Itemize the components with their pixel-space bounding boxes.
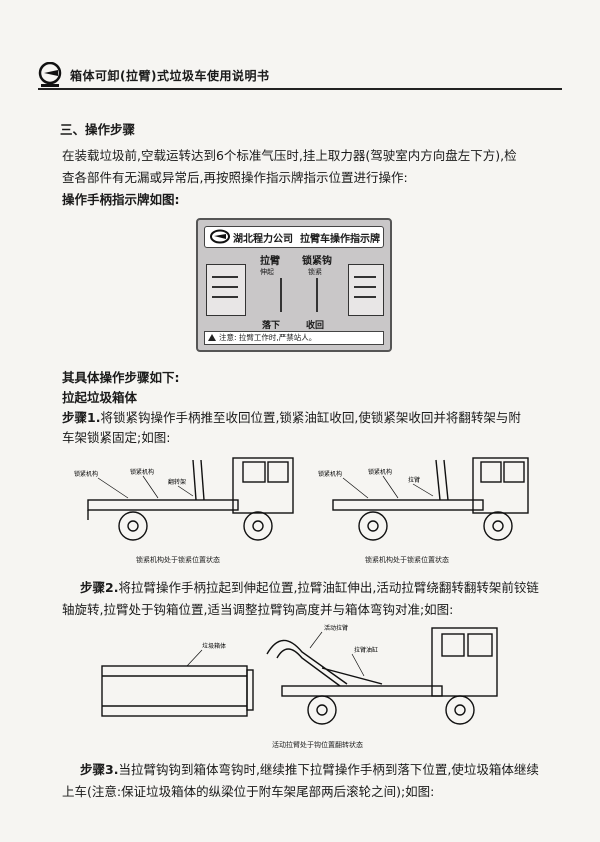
fig1-label-right-2: 锁紧机构 — [368, 468, 392, 476]
garbage-box — [101, 665, 254, 717]
intro-line-1: 在装载垃圾前,空载运转达到6个标准气压时,挂上取力器(驾驶室内方向盘左下方),检 — [62, 148, 517, 163]
truck-left — [87, 457, 294, 541]
fig2-label-cylinder: 拉臂油缸 — [354, 646, 378, 654]
step3-line-2: 上车(注意:保证垃圾箱体的纵梁位于附车架尾部两后滚轮之间);如图: — [62, 784, 435, 799]
fig1-label-left-1: 锁紧机构 — [74, 470, 98, 478]
step2-line-1: 步骤2.将拉臂操作手柄拉起到伸起位置,拉臂油缸伸出,活动拉臂绕翻转翻转架前铰链 — [80, 580, 539, 595]
fig1-label-left-3: 翻转架 — [168, 478, 186, 486]
operation-indicator-plate: 湖北程力公司 拉臂车操作指示牌 拉臂 锁紧钩 伸起 锁紧 落下 收回 注意: 拉… — [196, 218, 392, 352]
figure-2-arm-raised: 垃圾箱体 活动拉臂 拉臂油缸 — [101, 624, 498, 725]
fig1-label-right-1: 锁紧机构 — [318, 470, 342, 478]
fig2-label-box: 垃圾箱体 — [202, 642, 226, 650]
step2-line-2: 轴旋转,拉臂处于钩箱位置,适当调整拉臂钩高度并与箱体弯钩对准;如图: — [62, 602, 454, 617]
plate-title: 湖北程力公司 拉臂车操作指示牌 — [233, 234, 380, 245]
plate-caption: 操作手柄指示牌如图: — [62, 192, 180, 207]
company-logo-icon — [38, 62, 62, 87]
plate-left-panel — [206, 264, 246, 316]
plate-header: 湖北程力公司 拉臂车操作指示牌 — [204, 226, 384, 248]
subsection-title: 拉起垃圾箱体 — [62, 390, 138, 405]
plate-label-retract: 收回 — [306, 321, 325, 331]
fig1-left-caption: 锁紧机构处于锁紧位置状态 — [136, 556, 220, 564]
plate-footer: 注意: 拉臂工作时,严禁站人。 — [204, 331, 384, 345]
fig2-caption: 活动拉臂处于钩位置翻转状态 — [272, 741, 363, 749]
plate-right-panel — [348, 264, 384, 316]
plate-label-extend: 伸起 — [260, 268, 274, 276]
plate-label-arm: 拉臂 — [260, 256, 280, 267]
step1-line-1: 步骤1.将锁紧钩操作手柄推至收回位置,锁紧油缸收回,使锁紧架收回并将翻转架与附 — [62, 410, 521, 425]
truck-right — [332, 457, 529, 541]
hook-lever-slot — [316, 278, 318, 312]
truck-arm-raised — [266, 627, 498, 725]
step1-line-2: 车架锁紧固定;如图: — [62, 430, 171, 445]
header-title: 箱体可卸(拉臂)式垃圾车使用说明书 — [70, 69, 270, 83]
fig1-label-left-2: 锁紧机构 — [130, 468, 154, 476]
figure-1-trucks: 锁紧机构 锁紧机构 翻转架 锁紧机构 锁紧机构 拉臂 — [74, 457, 529, 541]
warning-icon — [208, 334, 216, 341]
intro-line-2: 查各部件有无漏或异常后,再按照操作指示牌指示位置进行操作: — [62, 170, 408, 185]
step3-line-1: 步骤3.当拉臂钩钩到箱体弯钩时,继续推下拉臂操作手柄到落下位置,使垃圾箱体继续 — [80, 762, 539, 777]
plate-label-hook: 锁紧钩 — [302, 256, 332, 267]
plate-label-lower: 落下 — [262, 321, 281, 331]
section-title: 三、操作步骤 — [60, 122, 136, 137]
page-header: 箱体可卸(拉臂)式垃圾车使用说明书 — [38, 62, 562, 90]
fig1-label-right-3: 拉臂 — [408, 476, 420, 484]
steps-intro: 其具体操作步骤如下: — [62, 370, 180, 385]
arm-lever-slot — [280, 278, 282, 312]
fig1-right-caption: 锁紧机构处于锁紧位置状态 — [365, 556, 449, 564]
plate-label-lock: 锁紧 — [308, 268, 322, 276]
plate-logo-icon — [210, 229, 230, 244]
fig2-label-arm: 活动拉臂 — [324, 624, 348, 632]
header-rule — [38, 88, 562, 90]
